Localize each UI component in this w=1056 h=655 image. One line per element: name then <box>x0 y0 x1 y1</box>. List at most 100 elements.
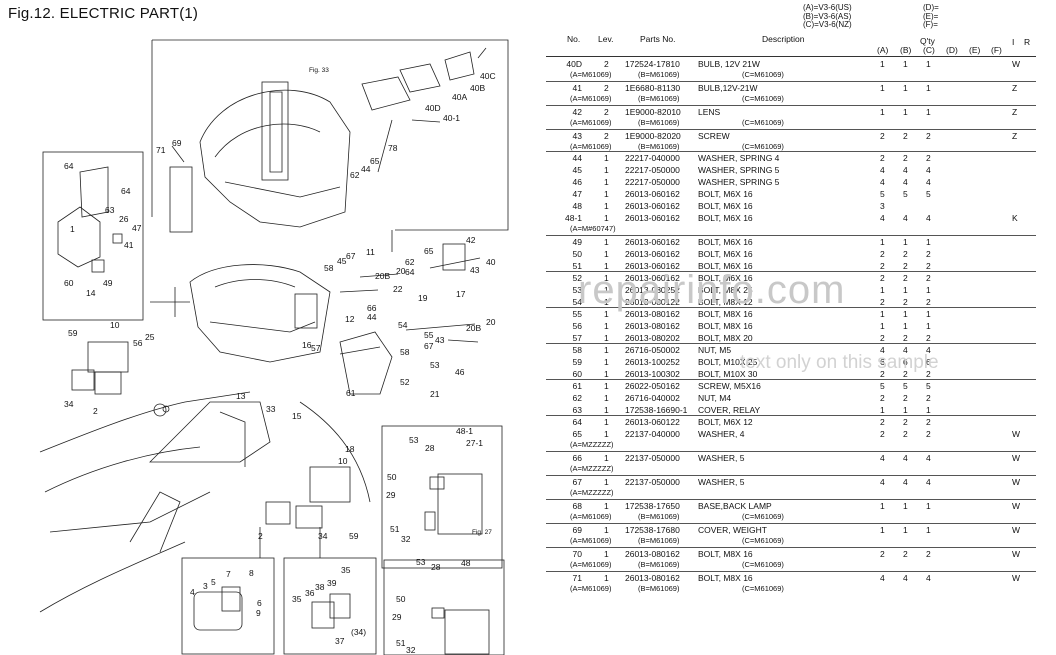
interchange-cell: W <box>1012 429 1021 439</box>
qty-c-cell: 1 <box>926 405 931 415</box>
serial-note: (B=M61069) <box>638 118 680 127</box>
qty-b-cell: 1 <box>903 501 908 511</box>
part-number-cell: 56 <box>572 321 582 331</box>
qty-a-cell: 2 <box>880 429 885 439</box>
qty-c-cell: 2 <box>926 261 931 271</box>
variant-d: (D)= <box>923 3 939 12</box>
qty-b-cell: 5 <box>903 189 908 199</box>
level-cell: 1 <box>604 285 609 295</box>
svg-text:53: 53 <box>416 557 426 567</box>
parts-no-cell: 26013-080162 <box>625 309 680 319</box>
svg-text:40-1: 40-1 <box>443 113 460 123</box>
svg-text:4: 4 <box>190 587 195 597</box>
qty-c-cell: 2 <box>926 393 931 403</box>
level-cell: 1 <box>604 525 609 535</box>
description-cell: LENS <box>698 107 721 117</box>
svg-text:51: 51 <box>396 638 406 648</box>
part-number-cell: 48-1 <box>564 213 582 223</box>
description-cell: WASHER, SPRING 5 <box>698 165 780 175</box>
description-cell: BOLT, M10X 30 <box>698 369 758 379</box>
level-cell: 1 <box>604 549 609 559</box>
part-number-cell: 52 <box>572 273 582 283</box>
qty-b-cell: 2 <box>903 393 908 403</box>
serial-note: (A=M61069) <box>570 142 612 151</box>
qty-b-cell: 1 <box>903 321 908 331</box>
qty-a-cell: 2 <box>880 333 885 343</box>
parts-no-cell: 26013-060162 <box>625 237 680 247</box>
svg-text:20B: 20B <box>466 323 481 333</box>
level-cell: 1 <box>604 417 609 427</box>
svg-text:71: 71 <box>156 145 166 155</box>
svg-text:42: 42 <box>466 235 476 245</box>
parts-no-cell: 22217-050000 <box>625 165 680 175</box>
interchange-cell: W <box>1012 501 1021 511</box>
header-col-a: (A) <box>877 45 889 55</box>
qty-b-cell: 1 <box>903 309 908 319</box>
level-cell: 1 <box>604 453 609 463</box>
svg-text:3: 3 <box>203 581 208 591</box>
serial-note: (C=M61069) <box>742 560 784 569</box>
svg-text:44: 44 <box>361 164 371 174</box>
qty-a-cell: 1 <box>880 59 885 69</box>
svg-text:2: 2 <box>258 531 263 541</box>
parts-no-cell: 172538-16690-1 <box>625 405 688 415</box>
level-cell: 1 <box>604 393 609 403</box>
part-number-cell: 62 <box>572 393 582 403</box>
interchange-cell: W <box>1012 453 1021 463</box>
qty-b-cell: 2 <box>903 417 908 427</box>
svg-text:7: 7 <box>226 569 231 579</box>
description-cell: BOLT, M6X 12 <box>698 417 753 427</box>
part-number-cell: 57 <box>572 333 582 343</box>
qty-b-cell: 1 <box>903 405 908 415</box>
part-number-cell: 61 <box>572 381 582 391</box>
qty-c-cell: 1 <box>926 309 931 319</box>
part-number-cell: 46 <box>572 177 582 187</box>
qty-a-cell: 2 <box>880 261 885 271</box>
part-number-cell: 58 <box>572 345 582 355</box>
description-cell: BOLT, M10X 25 <box>698 357 758 367</box>
svg-text:28: 28 <box>425 443 435 453</box>
qty-c-cell: 2 <box>926 131 931 141</box>
svg-text:2: 2 <box>93 406 98 416</box>
svg-text:29: 29 <box>386 490 396 500</box>
header-parts-no: Parts No. <box>640 34 676 44</box>
part-number-cell: 42 <box>572 107 582 117</box>
serial-note: (C=M61069) <box>742 142 784 151</box>
parts-no-cell: 26013-080162 <box>625 321 680 331</box>
row-separator <box>546 307 1036 308</box>
level-cell: 1 <box>604 477 609 487</box>
svg-text:40: 40 <box>486 257 496 267</box>
svg-text:59: 59 <box>349 531 359 541</box>
qty-b-cell: 2 <box>903 153 908 163</box>
parts-no-cell: 22217-050000 <box>625 177 680 187</box>
svg-text:20: 20 <box>486 317 496 327</box>
qty-b-cell: 2 <box>903 249 908 259</box>
svg-text:20B: 20B <box>375 271 390 281</box>
parts-no-cell: 26013-080122 <box>625 297 680 307</box>
serial-note: (A=M61069) <box>570 536 612 545</box>
svg-text:40C: 40C <box>480 71 496 81</box>
row-separator <box>546 343 1036 344</box>
part-number-cell: 68 <box>572 501 582 511</box>
qty-a-cell: 2 <box>880 153 885 163</box>
part-number-cell: 50 <box>572 249 582 259</box>
header-i: I <box>1012 37 1015 47</box>
svg-text:50: 50 <box>396 594 406 604</box>
serial-note: (C=M61069) <box>742 118 784 127</box>
qty-c-cell: 4 <box>926 345 931 355</box>
parts-no-cell: 1E9000-82020 <box>625 131 681 141</box>
part-number-cell: 64 <box>572 417 582 427</box>
description-cell: WASHER, SPRING 4 <box>698 153 780 163</box>
svg-text:33: 33 <box>266 404 276 414</box>
parts-no-cell: 26716-050002 <box>625 345 680 355</box>
qty-a-cell: 2 <box>880 369 885 379</box>
serial-note: (C=M61069) <box>742 584 784 593</box>
level-cell: 1 <box>604 321 609 331</box>
svg-text:11: 11 <box>366 247 375 257</box>
part-number-cell: 43 <box>572 131 582 141</box>
row-separator <box>546 415 1036 416</box>
serial-note: (C=M61069) <box>742 70 784 79</box>
qty-a-cell: 4 <box>880 573 885 583</box>
parts-no-cell: 26716-040002 <box>625 393 680 403</box>
description-cell: BOLT, M8X 16 <box>698 309 753 319</box>
